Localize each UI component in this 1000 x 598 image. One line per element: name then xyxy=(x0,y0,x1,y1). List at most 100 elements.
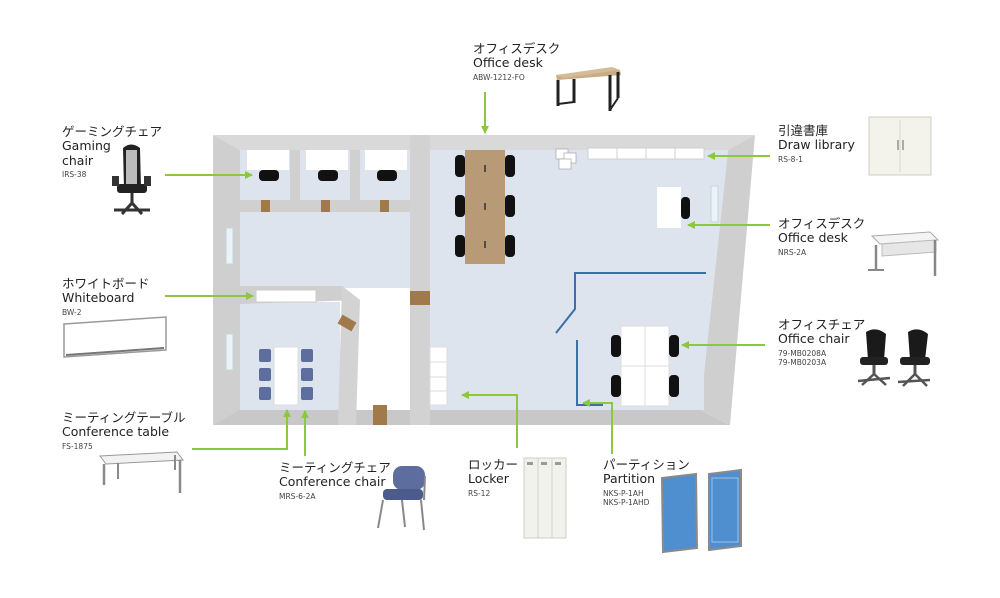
booth-door-3 xyxy=(380,200,389,212)
label-en: Conference table xyxy=(62,424,170,440)
booth-divider-2 xyxy=(350,150,360,200)
office-desk-photo-right xyxy=(868,231,940,276)
window-left-2 xyxy=(225,333,234,371)
draw-library-photo xyxy=(868,116,932,176)
partition-plan-upper xyxy=(555,272,706,334)
booth-door-2 xyxy=(321,200,330,212)
whiteboard-plan xyxy=(255,289,317,303)
window-right-1 xyxy=(710,185,719,223)
label-conference-chair: ミーティングチェア Conference chair MRS-6-2A xyxy=(279,460,391,501)
desk-chair-l1 xyxy=(455,155,465,177)
label-en: Office desk xyxy=(778,230,848,246)
left-room-floor xyxy=(240,212,410,288)
label-office-chair: オフィスチェア Office chair 79-MB0208A 79-MB020… xyxy=(778,317,866,368)
label-jp: オフィスデスク xyxy=(778,216,866,231)
window-left-1 xyxy=(225,227,234,265)
booth-desk-3 xyxy=(365,150,407,170)
label-en: Office chair xyxy=(778,331,850,347)
gaming-chair-1 xyxy=(259,170,279,181)
desk-chair-r3 xyxy=(505,235,515,257)
conference-chair-l1 xyxy=(259,349,271,362)
label-code: MRS-6-2A xyxy=(279,491,316,501)
label-code-1: NKS-P-1AH xyxy=(603,488,644,498)
label-code-2: 79-MB0203A xyxy=(778,358,827,368)
outer-wall-bottom xyxy=(213,410,730,425)
partition-plan-lower xyxy=(576,340,603,406)
locker-photo xyxy=(523,457,567,539)
cluster-chair-r2 xyxy=(669,375,679,397)
label-jp: ミーティングテーブル xyxy=(62,410,186,425)
label-jp: ゲーミングチェア xyxy=(62,124,163,139)
label-gaming-chair: ゲーミングチェア Gaming chair IRS-38 xyxy=(62,124,163,180)
office-chair-photo-1 xyxy=(857,329,891,386)
gaming-chair-3 xyxy=(377,170,397,181)
gaming-chair-2 xyxy=(318,170,338,181)
outer-wall-top xyxy=(213,135,755,150)
cluster-chair-l2 xyxy=(611,375,621,397)
single-desk-plan xyxy=(657,187,681,228)
label-en: Locker xyxy=(468,471,509,487)
label-whiteboard: ホワイトボード Whiteboard BW-2 xyxy=(62,276,150,317)
label-en: Office desk xyxy=(473,55,543,71)
label-code: NRS-2A xyxy=(778,247,807,257)
desk-chair-l2 xyxy=(455,195,465,217)
cluster-chair-r1 xyxy=(669,335,679,357)
arrow-locker xyxy=(461,391,518,448)
paper-stack-icon xyxy=(555,148,577,170)
conference-chair-l2 xyxy=(259,368,271,381)
locker-plan xyxy=(429,346,448,406)
label-code-2: NKS-P-1AHD xyxy=(603,498,650,508)
label-jp: 引違書庫 xyxy=(778,123,829,138)
label-en: Whiteboard xyxy=(62,290,135,306)
office-chair-photo-2 xyxy=(897,329,931,387)
label-code: ABW-1212-FO xyxy=(473,72,525,82)
label-code: IRS-38 xyxy=(62,170,87,180)
booth-divider-1 xyxy=(290,150,300,200)
label-code: BW-2 xyxy=(62,307,82,317)
label-jp: ロッカー xyxy=(468,457,519,472)
gaming-chair-photo xyxy=(112,144,151,216)
central-wall xyxy=(410,135,430,425)
conference-table-plan xyxy=(273,346,299,406)
desk-chair-r1 xyxy=(505,155,515,177)
label-en: Conference chair xyxy=(279,474,386,490)
booth-door-1 xyxy=(261,200,270,212)
label-code-1: 79-MB0208A xyxy=(778,348,827,358)
desk-chair-r2 xyxy=(505,195,515,217)
partition-photo xyxy=(660,468,742,554)
meeting-room-wall-right xyxy=(338,286,360,425)
whiteboard-photo xyxy=(63,316,167,358)
conference-chair-l3 xyxy=(259,387,271,400)
desk-chair-l3 xyxy=(455,235,465,257)
label-draw-library: 引違書庫 Draw library RS-8-1 xyxy=(778,123,855,164)
arrow-partition xyxy=(582,399,613,454)
label-en: Draw library xyxy=(778,137,855,153)
conference-chair-r3 xyxy=(301,387,313,400)
label-en-line2: chair xyxy=(62,152,94,168)
label-code: RS-12 xyxy=(468,488,491,498)
office-desk-photo-top xyxy=(556,67,621,111)
central-wall-door xyxy=(410,291,430,305)
booth-desk-1 xyxy=(247,150,289,170)
booth-desk-2 xyxy=(306,150,348,170)
meeting-door xyxy=(337,314,357,332)
label-en: Gaming xyxy=(62,138,111,154)
label-office-desk-top: オフィスデスク Office desk ABW-1212-FO xyxy=(473,41,560,82)
conference-chair-r2 xyxy=(301,368,313,381)
label-jp: パーティション xyxy=(603,457,690,472)
label-code: FS-1875 xyxy=(62,441,93,451)
conference-table-photo xyxy=(99,451,184,493)
arrow-conference-table xyxy=(192,409,291,450)
meeting-room-exit-door xyxy=(373,405,387,425)
label-code: RS-8-1 xyxy=(778,154,803,164)
callout-arrows xyxy=(165,92,770,456)
floor-plan xyxy=(213,135,755,425)
label-office-desk-right: オフィスデスク Office desk NRS-2A xyxy=(778,216,866,257)
label-en: Partition xyxy=(603,471,656,487)
outer-wall-right xyxy=(700,135,755,425)
label-conference-table: ミーティングテーブル Conference table FS-1875 xyxy=(62,410,186,451)
label-locker: ロッカー Locker RS-12 xyxy=(468,457,519,498)
label-jp: オフィスチェア xyxy=(778,317,866,332)
label-jp: ミーティングチェア xyxy=(279,460,391,475)
